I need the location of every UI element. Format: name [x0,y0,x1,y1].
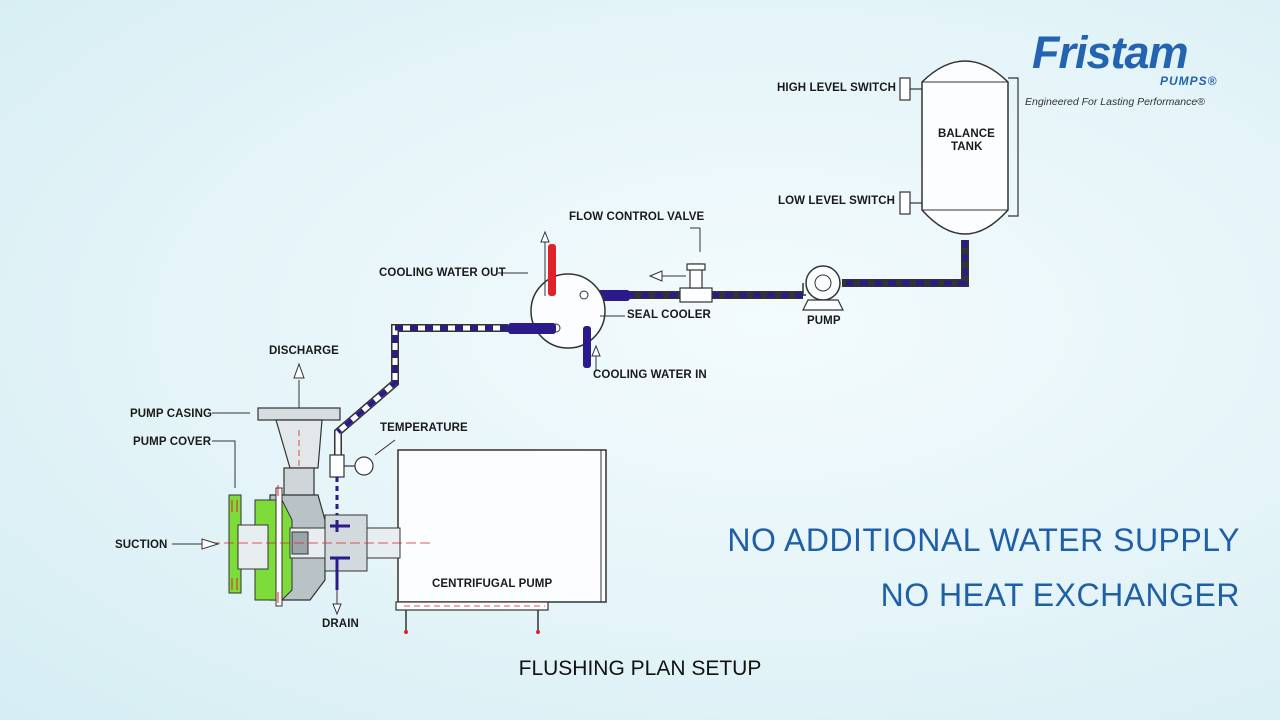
label-temperature: TEMPERATURE [380,422,468,434]
label-pump-cover: PUMP COVER [133,436,212,448]
label-centrifugal-pump: CENTRIFUGAL PUMP [432,578,553,590]
cooling-water-in-pipe [583,326,591,368]
brand-tagline: Engineered For Lasting Performance® [1025,96,1205,108]
high-level-switch-body [899,77,911,101]
label-drain: DRAIN [322,618,359,630]
label-cooling-water-in: COOLING WATER IN [593,369,707,381]
low-level-switch-body [899,191,911,215]
booster-pump [802,265,844,311]
pump-head [210,362,430,616]
suction-arrow [172,538,220,550]
tagline-no-water-supply: NO ADDITIONAL WATER SUPPLY [727,522,1240,558]
flow-control-valve [648,227,713,303]
brand-name: Fristam [1032,27,1189,78]
flush-line-upper [585,240,969,301]
cooling-water-out-pipe [548,244,556,296]
label-discharge: DISCHARGE [269,345,339,357]
temperature-gauge [329,439,396,530]
label-cooling-water-out: COOLING WATER OUT [379,267,506,279]
centrifugal-pump-motor [395,449,607,634]
label-pump: PUMP [807,315,841,327]
label-balance-tank-2: TANK [951,141,983,153]
label-flow-control-valve: FLOW CONTROL VALVE [569,211,705,223]
balance-tank [899,60,1019,235]
label-seal-cooler: SEAL COOLER [627,309,711,321]
leader-lines [212,412,250,488]
label-balance-tank-1: BALANCE [938,128,995,140]
caption: FLUSHING PLAN SETUP [518,657,762,680]
tagline-no-heat-exchanger: NO HEAT EXCHANGER [880,577,1240,613]
brand-logo: Fristam PUMPS® Engineered For Lasting Pe… [1020,30,1250,115]
label-high-level-switch: HIGH LEVEL SWITCH [777,82,897,94]
label-low-level-switch: LOW LEVEL SWITCH [778,195,896,207]
brand-sub: PUMPS® [1160,74,1218,88]
label-pump-casing: PUMP CASING [130,408,213,420]
label-suction: SUCTION [115,539,168,551]
flush-line-lower [334,323,556,455]
